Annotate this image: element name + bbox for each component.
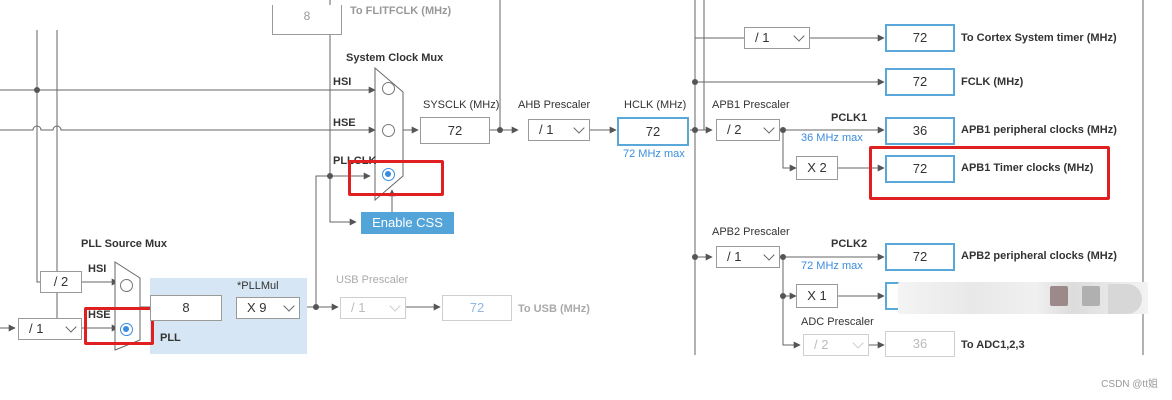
pllmul-value: X 9 — [247, 300, 267, 315]
ahb-prescaler-value: / 1 — [539, 122, 554, 137]
chevron-down-icon — [763, 249, 775, 261]
obscured-block — [1050, 286, 1068, 306]
cortex-prescaler-select[interactable]: / 1 — [744, 27, 810, 49]
pclk2-max-label: 72 MHz max — [801, 260, 863, 272]
pllclk-highlight — [348, 160, 444, 196]
flitfclk-label: To FLITFCLK (MHz) — [350, 5, 452, 17]
apb1-prescaler-select[interactable]: / 2 — [716, 119, 780, 141]
pll-label: PLL — [160, 332, 181, 344]
apb1-timer-value-box[interactable]: 72 — [885, 155, 955, 183]
hclk-label: HCLK (MHz) — [624, 99, 687, 111]
fclk-value: 72 — [912, 74, 928, 89]
apb1-timer-multiplier: X 2 — [796, 156, 838, 180]
usb-value-box[interactable]: 72 — [442, 295, 512, 321]
watermark: CSDN @tt姐 — [1101, 379, 1158, 390]
chevron-down-icon — [389, 300, 401, 312]
sys-mux-hse-radio[interactable] — [382, 124, 395, 137]
pclk1-label: PCLK1 — [831, 112, 868, 124]
enable-css-button[interactable]: Enable CSS — [361, 212, 454, 234]
sys-mux-hsi-label: HSI — [333, 76, 352, 88]
sysclk-value-box[interactable]: 72 — [420, 117, 490, 144]
cortex-label: To Cortex System timer (MHz) — [961, 32, 1117, 44]
pll-mux-hse-radio[interactable] — [120, 323, 133, 336]
adc-value: 36 — [912, 336, 928, 351]
pll-mux-hse-label: HSE — [88, 309, 111, 321]
adc-label: To ADC1,2,3 — [961, 339, 1025, 351]
apb2-periph-label: APB2 peripheral clocks (MHz) — [961, 250, 1117, 262]
usb-prescaler-value: / 1 — [351, 300, 366, 315]
pllmul-select[interactable]: X 9 — [236, 297, 300, 319]
ahb-prescaler-label: AHB Prescaler — [518, 99, 591, 111]
pll-mux-hsi-radio[interactable] — [120, 279, 133, 292]
sys-mux-pllclk-radio[interactable] — [382, 168, 395, 181]
flitfclk-value: 8 — [303, 9, 311, 23]
pclk2-label: PCLK2 — [831, 238, 868, 250]
sys-mux-hse-label: HSE — [333, 117, 356, 129]
apb1-timer-value: 72 — [912, 161, 928, 176]
usb-value: 72 — [469, 300, 485, 315]
hclk-value: 72 — [645, 124, 661, 139]
hclk-max-label: 72 MHz max — [623, 148, 685, 160]
apb2-periph-value-box[interactable]: 72 — [885, 243, 955, 271]
usb-label: To USB (MHz) — [518, 303, 590, 315]
obscured-block — [1108, 284, 1142, 314]
pll-input-box[interactable]: 8 — [150, 295, 222, 321]
obscured-block — [1082, 286, 1100, 306]
apb1-prescaler-label: APB1 Prescaler — [712, 99, 790, 111]
apb2-timer-multiplier-value: X 1 — [807, 288, 827, 303]
apb1-prescaler-value: / 2 — [727, 122, 742, 137]
sys-mux-hsi-radio[interactable] — [382, 82, 395, 95]
chevron-down-icon — [793, 30, 805, 42]
cortex-value: 72 — [912, 30, 928, 45]
ahb-prescaler-select[interactable]: / 1 — [528, 119, 590, 141]
chevron-down-icon — [763, 122, 775, 134]
hse-wire — [0, 125, 376, 134]
chevron-down-icon — [573, 122, 585, 134]
adc-value-box[interactable]: 36 — [885, 331, 955, 357]
hclk-value-box[interactable]: 72 — [617, 117, 689, 146]
apb2-prescaler-select[interactable]: / 1 — [716, 246, 780, 268]
usb-prescaler-select[interactable]: / 1 — [340, 297, 406, 319]
apb1-timer-label: APB1 Timer clocks (MHz) — [961, 162, 1094, 174]
sysclk-label: SYSCLK (MHz) — [423, 99, 500, 111]
chevron-down-icon — [65, 321, 77, 333]
system-clock-mux-label: System Clock Mux — [346, 52, 444, 64]
chevron-down-icon — [283, 300, 295, 312]
sysclk-value: 72 — [447, 123, 463, 138]
hsi-div2-box: / 2 — [40, 271, 82, 293]
cortex-prescaler-value: / 1 — [755, 30, 770, 45]
fclk-label: FCLK (MHz) — [961, 76, 1024, 88]
apb2-prescaler-label: APB2 Prescaler — [712, 226, 790, 238]
apb2-timer-multiplier: X 1 — [796, 284, 838, 308]
apb2-periph-value: 72 — [912, 249, 928, 264]
hsi-div2-value: / 2 — [53, 274, 69, 289]
pll-input-value: 8 — [182, 300, 190, 315]
adc-prescaler-label: ADC Prescaler — [801, 316, 874, 328]
pll-source-mux-label: PLL Source Mux — [81, 238, 167, 250]
hse-prescaler-value: / 1 — [29, 321, 44, 336]
apb1-timer-highlight — [869, 146, 1110, 200]
pll-hse-highlight — [84, 307, 154, 345]
pll-out-wire — [300, 172, 371, 308]
apb1-periph-value-box[interactable]: 36 — [885, 117, 955, 145]
apb2-prescaler-value: / 1 — [727, 249, 742, 264]
fclk-value-box[interactable]: 72 — [885, 68, 955, 96]
adc-prescaler-select[interactable]: / 2 — [803, 334, 869, 356]
hse-prescaler-select[interactable]: / 1 — [18, 318, 82, 340]
pllmul-label: *PLLMul — [237, 280, 279, 292]
obscured-region — [898, 282, 1148, 314]
flitfclk-value-box: 8 — [272, 5, 342, 35]
apb1-timer-multiplier-value: X 2 — [807, 160, 827, 175]
usb-prescaler-label: USB Prescaler — [336, 274, 409, 286]
apb1-periph-value: 36 — [912, 123, 928, 138]
pclk1-max-label: 36 MHz max — [801, 132, 863, 144]
apb1-periph-label: APB1 peripheral clocks (MHz) — [961, 124, 1117, 136]
cortex-value-box[interactable]: 72 — [885, 24, 955, 52]
adc-prescaler-value: / 2 — [814, 337, 829, 352]
pll-mux-hsi-label: HSI — [88, 263, 107, 275]
chevron-down-icon — [852, 337, 864, 349]
